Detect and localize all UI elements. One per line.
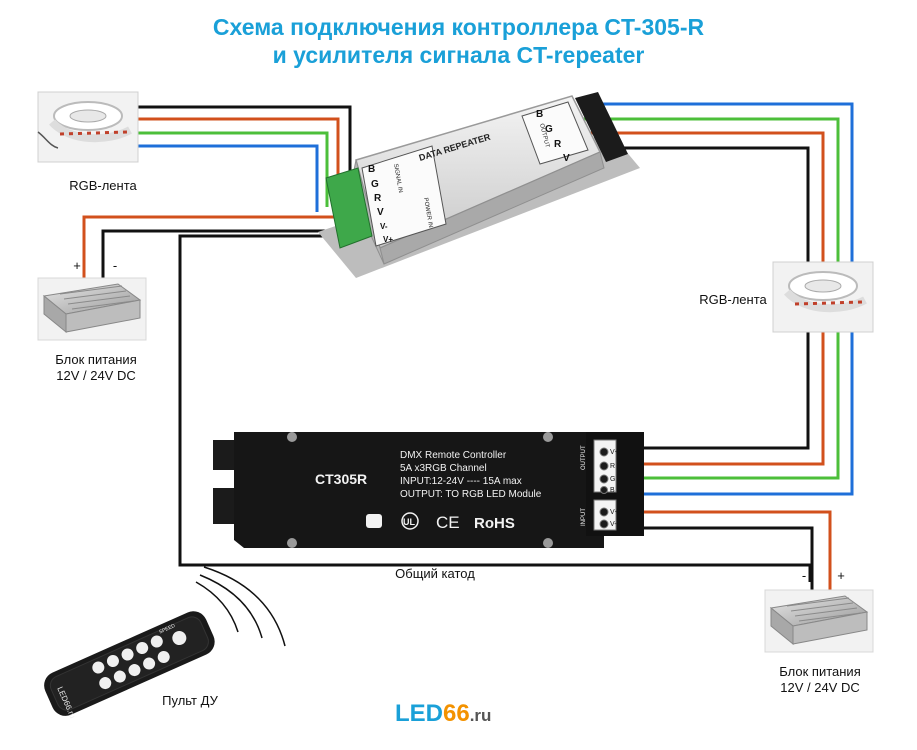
psu-left-label-line2: 12V / 24V DC bbox=[56, 368, 136, 383]
controller-line3: INPUT:12-24V ---- 15A max bbox=[400, 476, 522, 487]
psu-right bbox=[764, 589, 874, 653]
controller-model: CT305R bbox=[315, 471, 367, 487]
controller-output-label: OUTPUT bbox=[581, 445, 587, 470]
repeater-input-terminal bbox=[325, 167, 373, 249]
rgb-strip-left bbox=[37, 91, 139, 163]
psu-right-label-line1: Блок питания bbox=[779, 664, 861, 679]
wires-controller-output bbox=[640, 332, 854, 496]
psu-right-plus: + bbox=[837, 568, 845, 583]
wire-ctrl-green bbox=[640, 332, 840, 480]
wire-ctrl-black bbox=[640, 332, 810, 450]
controller-line1: DMX Remote Controller bbox=[400, 450, 507, 461]
rep-out-v: V bbox=[563, 153, 570, 164]
cert-ce: CE bbox=[436, 513, 460, 532]
wire-out-blue bbox=[580, 102, 854, 262]
data-repeater: DATA REPEATER SIGNAL IN POWER IN OUTPUT … bbox=[318, 92, 640, 278]
rgb-strip-right-label: RGB-лента bbox=[699, 292, 767, 307]
ctrl-in-vminus: V- bbox=[610, 521, 617, 528]
psu-left bbox=[37, 277, 147, 341]
repeater-output-terminal bbox=[575, 92, 628, 162]
wire-left-psu-minus bbox=[101, 229, 350, 278]
wire-out-red bbox=[580, 131, 825, 262]
controller-certifications: UL CE RoHS bbox=[366, 512, 515, 532]
rep-in-r: R bbox=[374, 193, 382, 204]
wire-ctrl-blue bbox=[640, 332, 854, 496]
led66-logo: LED66.ru bbox=[395, 700, 491, 728]
common-cathode-label: Общий катод bbox=[395, 566, 475, 581]
wire-left-black bbox=[137, 105, 352, 197]
ctrl-in-vplus: V+ bbox=[610, 509, 619, 516]
rep-pw-vminus: V- bbox=[380, 222, 388, 231]
wire-left-psu-plus bbox=[82, 215, 346, 278]
rep-in-v: V bbox=[377, 207, 384, 218]
rep-out-b: B bbox=[536, 109, 543, 120]
cert-rohs: RoHS bbox=[474, 515, 515, 532]
controller-input-label: INPUT bbox=[581, 508, 587, 526]
ctrl-out-vplus: V+ bbox=[610, 449, 619, 456]
wires-right-psu bbox=[640, 510, 832, 590]
psu-right-label-line2: 12V / 24V DC bbox=[780, 680, 860, 695]
rep-pw-vplus: V+ bbox=[383, 235, 393, 244]
psu-right-label: Блок питания 12V / 24V DC bbox=[760, 664, 880, 696]
wire-left-blue bbox=[137, 144, 319, 212]
repeater-output-label: OUTPUT bbox=[538, 123, 550, 149]
logo-ru: .ru bbox=[469, 706, 492, 725]
wire-left-green bbox=[137, 131, 329, 207]
psu-right-minus: - bbox=[801, 568, 807, 583]
diagram-title-line1: Схема подключения контроллера CT-305-R bbox=[212, 14, 705, 40]
rep-out-g: G bbox=[545, 124, 553, 135]
rgb-strip-left-label: RGB-лента bbox=[69, 178, 137, 193]
wires-left-strip bbox=[137, 105, 352, 212]
wire-right-psu-minus bbox=[640, 526, 814, 590]
wire-out-green bbox=[580, 117, 840, 262]
wires-left-psu bbox=[82, 215, 350, 278]
wire-common-cathode bbox=[178, 234, 812, 582]
controller-line2: 5A x3RGB Channel bbox=[400, 463, 487, 474]
wires-repeater-output bbox=[580, 102, 854, 262]
rep-in-g: G bbox=[371, 179, 379, 190]
wire-right-psu-plus bbox=[640, 510, 832, 590]
remote-control: LED66.ru SPEED bbox=[44, 566, 286, 720]
logo-66: 66 bbox=[443, 700, 470, 727]
psu-left-label: Блок питания 12V / 24V DC bbox=[36, 352, 156, 384]
psu-left-label-line1: Блок питания bbox=[55, 352, 137, 367]
logo-led: LED bbox=[395, 700, 443, 727]
psu-left-minus: - bbox=[112, 258, 118, 273]
ct305r-controller: CT305R DMX Remote Controller 5A x3RGB Ch… bbox=[213, 432, 644, 548]
rep-in-b: B bbox=[368, 164, 375, 175]
ctrl-out-b: B bbox=[610, 487, 615, 494]
rgb-strip-right bbox=[772, 261, 874, 333]
wire-left-red bbox=[137, 117, 340, 202]
psu-left-plus: + bbox=[73, 258, 81, 273]
wire-out-black bbox=[580, 146, 810, 262]
ctrl-out-g: G bbox=[610, 476, 615, 483]
remote-label: Пульт ДУ bbox=[162, 693, 218, 708]
rep-out-r: R bbox=[554, 139, 562, 150]
wire-ctrl-red bbox=[640, 332, 825, 466]
diagram-title-line2: и усилителя сигнала CT-repeater bbox=[272, 42, 645, 68]
repeater-power-in: POWER IN bbox=[422, 197, 433, 228]
ctrl-out-r: R bbox=[610, 463, 615, 470]
cert-ul: UL bbox=[403, 517, 415, 527]
controller-line4: OUTPUT: TO RGB LED Module bbox=[400, 489, 542, 500]
repeater-signal-in: SIGNAL IN bbox=[392, 163, 403, 193]
